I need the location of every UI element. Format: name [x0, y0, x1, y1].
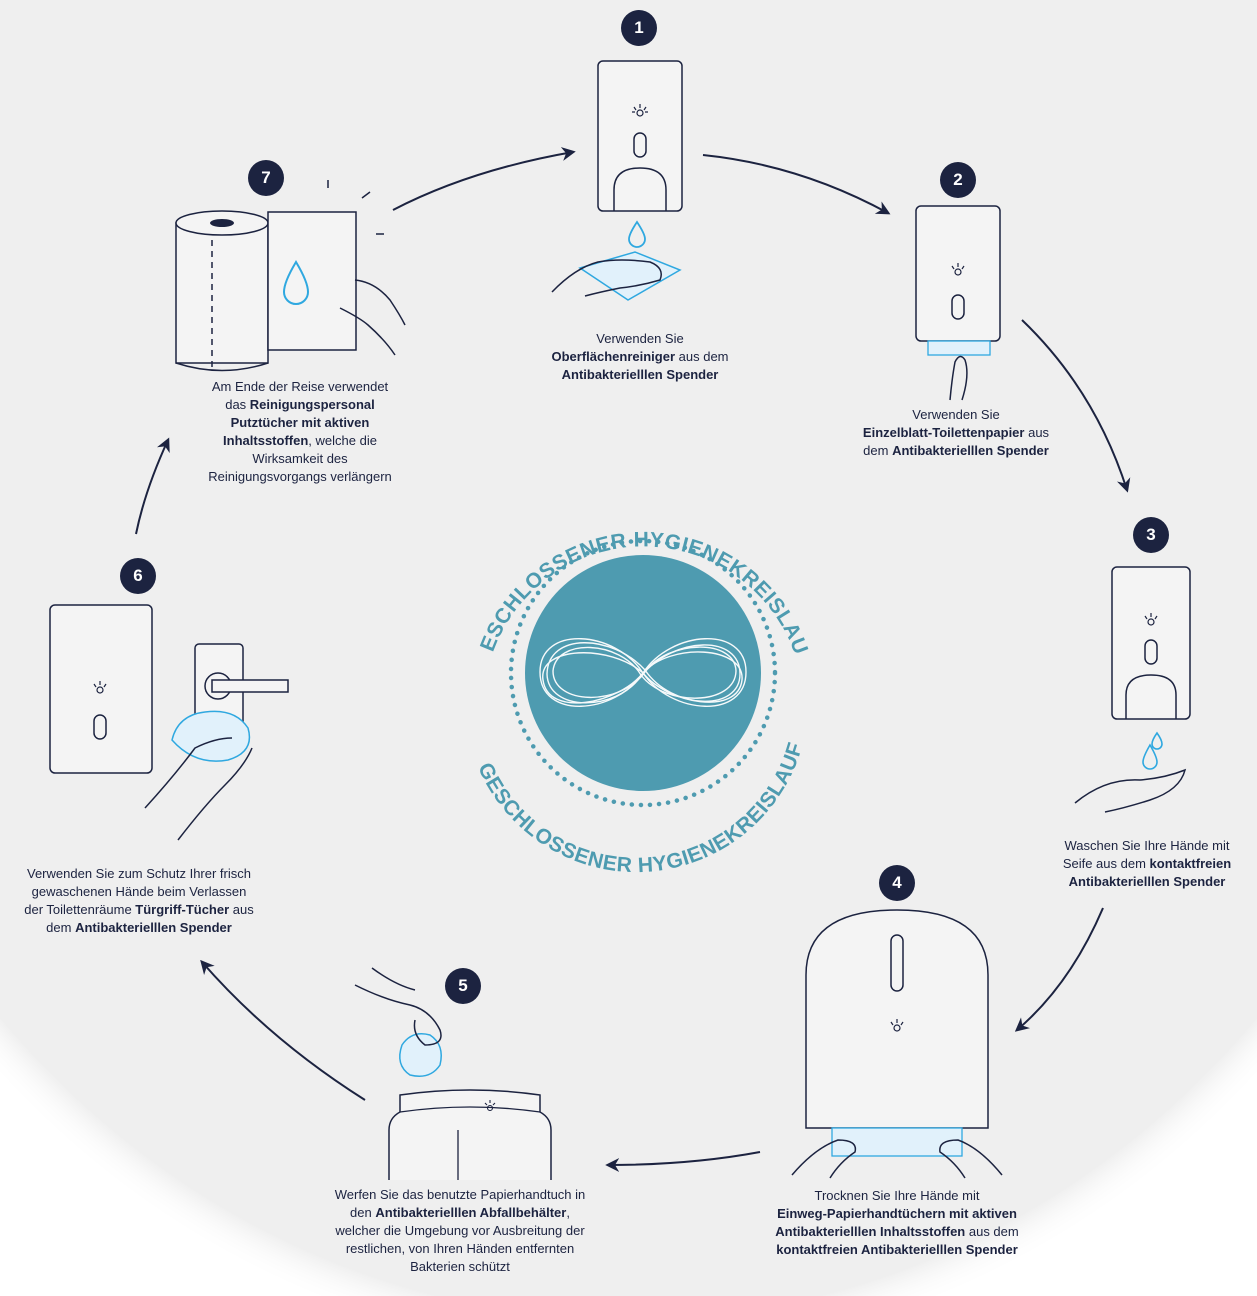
drop-icon	[1151, 731, 1163, 750]
step4-dispenser-illustration	[791, 909, 1003, 1179]
door-handle-icon	[211, 679, 289, 693]
caption-text: gewaschenen Hände beim Verlassen	[31, 884, 247, 899]
caption-text: aus dem	[965, 1224, 1019, 1239]
caption-bold-text: Putztücher mit aktiven	[230, 415, 370, 430]
caption-bold-text: Einzelblatt-Toilettenpapier	[862, 425, 1025, 440]
wipe-icon	[171, 710, 251, 762]
step7-illustration	[175, 180, 406, 372]
caption-text: aus dem	[675, 349, 729, 364]
caption-bold-text: Antibakterielllen Spender	[1068, 874, 1226, 889]
arrow-7-to-1	[392, 147, 576, 211]
drop-icon	[282, 260, 310, 305]
caption-text: aus	[229, 902, 254, 917]
caption-text: Seife aus dem	[1062, 856, 1150, 871]
hand-icon	[339, 279, 406, 356]
step3-caption: Waschen Sie Ihre Hände mit Seife aus dem…	[1040, 837, 1254, 891]
step7-caption: Am Ende der Reise verwendet das Reinigun…	[178, 378, 422, 486]
caption-bold-text: Reinigungspersonal	[249, 397, 375, 412]
caption-text: dem	[863, 443, 893, 458]
caption-text: den	[350, 1205, 376, 1220]
caption-text: Verwenden Sie zum Schutz Ihrer frisch	[27, 866, 251, 881]
hand-icon	[791, 1139, 857, 1179]
caption-text: Werfen Sie das benutzte Papierhandtuch i…	[334, 1187, 586, 1202]
step-badge-3: 3	[1133, 517, 1169, 553]
step-badge-7: 7	[248, 160, 284, 196]
caption-bold-text: Antibakterielllen Spender	[892, 443, 1049, 458]
drop-icon	[628, 220, 646, 248]
caption-text: Reinigungsvorgangs verlängern	[208, 469, 392, 484]
hand-icon	[354, 984, 442, 1046]
arrow-1-to-2	[702, 154, 891, 215]
step-badge-5: 5	[445, 968, 481, 1004]
step1-dispenser-illustration	[551, 60, 683, 301]
step6-illustration	[49, 604, 289, 841]
caption-text: Am Ende der Reise verwendet	[211, 379, 389, 394]
arrow-3-to-4	[1014, 907, 1104, 1032]
cycle-arrows	[135, 147, 1131, 1172]
step6-caption: Verwenden Sie zum Schutz Ihrer frisch ge…	[0, 865, 278, 937]
hand-icon	[939, 1139, 1003, 1179]
step2-dispenser-illustration	[915, 205, 1001, 401]
step5-bin-illustration	[354, 967, 552, 1180]
step5-caption: Werfen Sie das benutzte Papierhandtuch i…	[300, 1186, 620, 1276]
caption-bold-text: Antibakterielllen Inhaltsstoffen	[775, 1224, 966, 1239]
caption-bold-text: kontaktfreien	[1149, 856, 1232, 871]
hand-icon	[551, 259, 662, 297]
arrow-6-to-7	[135, 437, 170, 535]
caption-bold-text: Inhaltsstoffen	[223, 433, 309, 448]
caption-bold-text: kontaktfreien Antibakterielllen Spender	[776, 1242, 1018, 1257]
drop-icon	[1142, 743, 1158, 770]
hand-icon	[144, 737, 233, 809]
caption-bold-text: Oberflächenreiniger	[551, 349, 676, 364]
caption-text: das	[225, 397, 250, 412]
caption-text: aus	[1024, 425, 1050, 440]
step-badge-4: 4	[879, 865, 915, 901]
caption-text: Verwenden Sie	[912, 407, 1000, 422]
step4-caption: Trocknen Sie Ihre Hände mit Einweg-Papie…	[742, 1187, 1052, 1259]
hand-icon	[1074, 768, 1187, 813]
caption-text: der Toilettenräume	[24, 902, 136, 917]
paper-roll-icon	[175, 222, 269, 364]
step1-caption: Verwenden Sie Oberflächenreiniger aus de…	[520, 330, 760, 384]
caption-text: welcher die Umgebung vor Ausbreitung der	[335, 1223, 585, 1238]
caption-text: restlichen, von Ihren Händen entfernten	[345, 1241, 575, 1256]
papernet-logo-icon	[632, 104, 648, 117]
caption-text: dem	[46, 920, 76, 935]
dotted-ring	[508, 538, 778, 808]
arc-text-top: GESCHLOSSENER HYGIENEKREISLAUF	[0, 0, 812, 658]
caption-text: , welche die	[308, 433, 377, 448]
step2-caption: Verwenden Sie Einzelblatt-Toilettenpapie…	[828, 406, 1084, 460]
caption-bold-text: Türgriff-Tücher	[135, 902, 230, 917]
step3-dispenser-illustration	[1074, 566, 1191, 813]
caption-bold-text: Antibakterielllen Abfallbehälter	[375, 1205, 567, 1220]
arrow-4-to-5	[605, 1151, 761, 1172]
caption-text: Trocknen Sie Ihre Hände mit	[814, 1188, 980, 1203]
step-badge-1: 1	[621, 10, 657, 46]
caption-bold-text: Antibakterielllen Spender	[75, 920, 232, 935]
step-badge-6: 6	[120, 558, 156, 594]
infinity-icon	[539, 638, 747, 707]
caption-text: Wirksamkeit des	[252, 451, 348, 466]
step-badge-2: 2	[940, 162, 976, 198]
caption-bold-text: Einweg-Papierhandtüchern mit aktiven	[777, 1206, 1017, 1221]
arrow-2-to-3	[1021, 319, 1131, 493]
caption-text: ,	[566, 1205, 570, 1220]
caption-text: Bakterien schützt	[410, 1259, 510, 1274]
caption-text: Waschen Sie Ihre Hände mit	[1064, 838, 1230, 853]
caption-bold-text: Antibakterielllen Spender	[561, 367, 719, 382]
caption-text: Verwenden Sie	[596, 331, 684, 346]
hand-icon	[949, 355, 968, 401]
arrow-5-to-6	[200, 959, 366, 1101]
